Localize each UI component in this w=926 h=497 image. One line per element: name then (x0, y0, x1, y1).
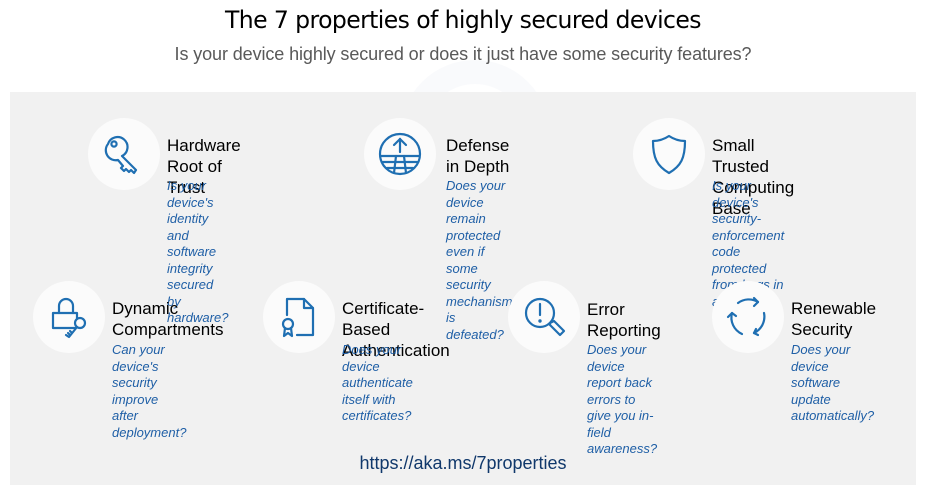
property-question: Can your device's security improve after… (112, 342, 187, 440)
shield-icon (633, 118, 705, 190)
property-question: Does your device report back errors to g… (587, 342, 658, 456)
defense-in-depth-icon (364, 118, 436, 190)
property-name: Renewable Security (791, 299, 877, 339)
property-name: Defense in Depth (446, 136, 510, 176)
property-name: Error Reporting (587, 300, 661, 340)
reference-link[interactable]: https://aka.ms/7properties (359, 453, 567, 473)
certificate-icon (263, 281, 335, 353)
refresh-cycle-icon (712, 281, 784, 353)
property-question: Does your device software update automat… (791, 342, 875, 423)
key-icon (88, 118, 160, 190)
error-search-icon (508, 281, 580, 353)
property-name: Hardware Root of Trust (167, 136, 241, 197)
property-name: Small Trusted Computing Base (712, 136, 795, 218)
property-question: Does your device remain protected even i… (446, 178, 513, 342)
property-question: Is your device's identity and software i… (167, 178, 229, 325)
property-question: Does your device authenticate itself wit… (342, 342, 413, 423)
lock-key-icon (33, 281, 105, 353)
page-subtitle: Is your device highly secured or does it… (174, 44, 752, 64)
property-name: Certificate-Based Authentication (342, 299, 450, 360)
page-title: The 7 properties of highly secured devic… (225, 6, 702, 34)
property-name: Dynamic Compartments (112, 299, 224, 339)
